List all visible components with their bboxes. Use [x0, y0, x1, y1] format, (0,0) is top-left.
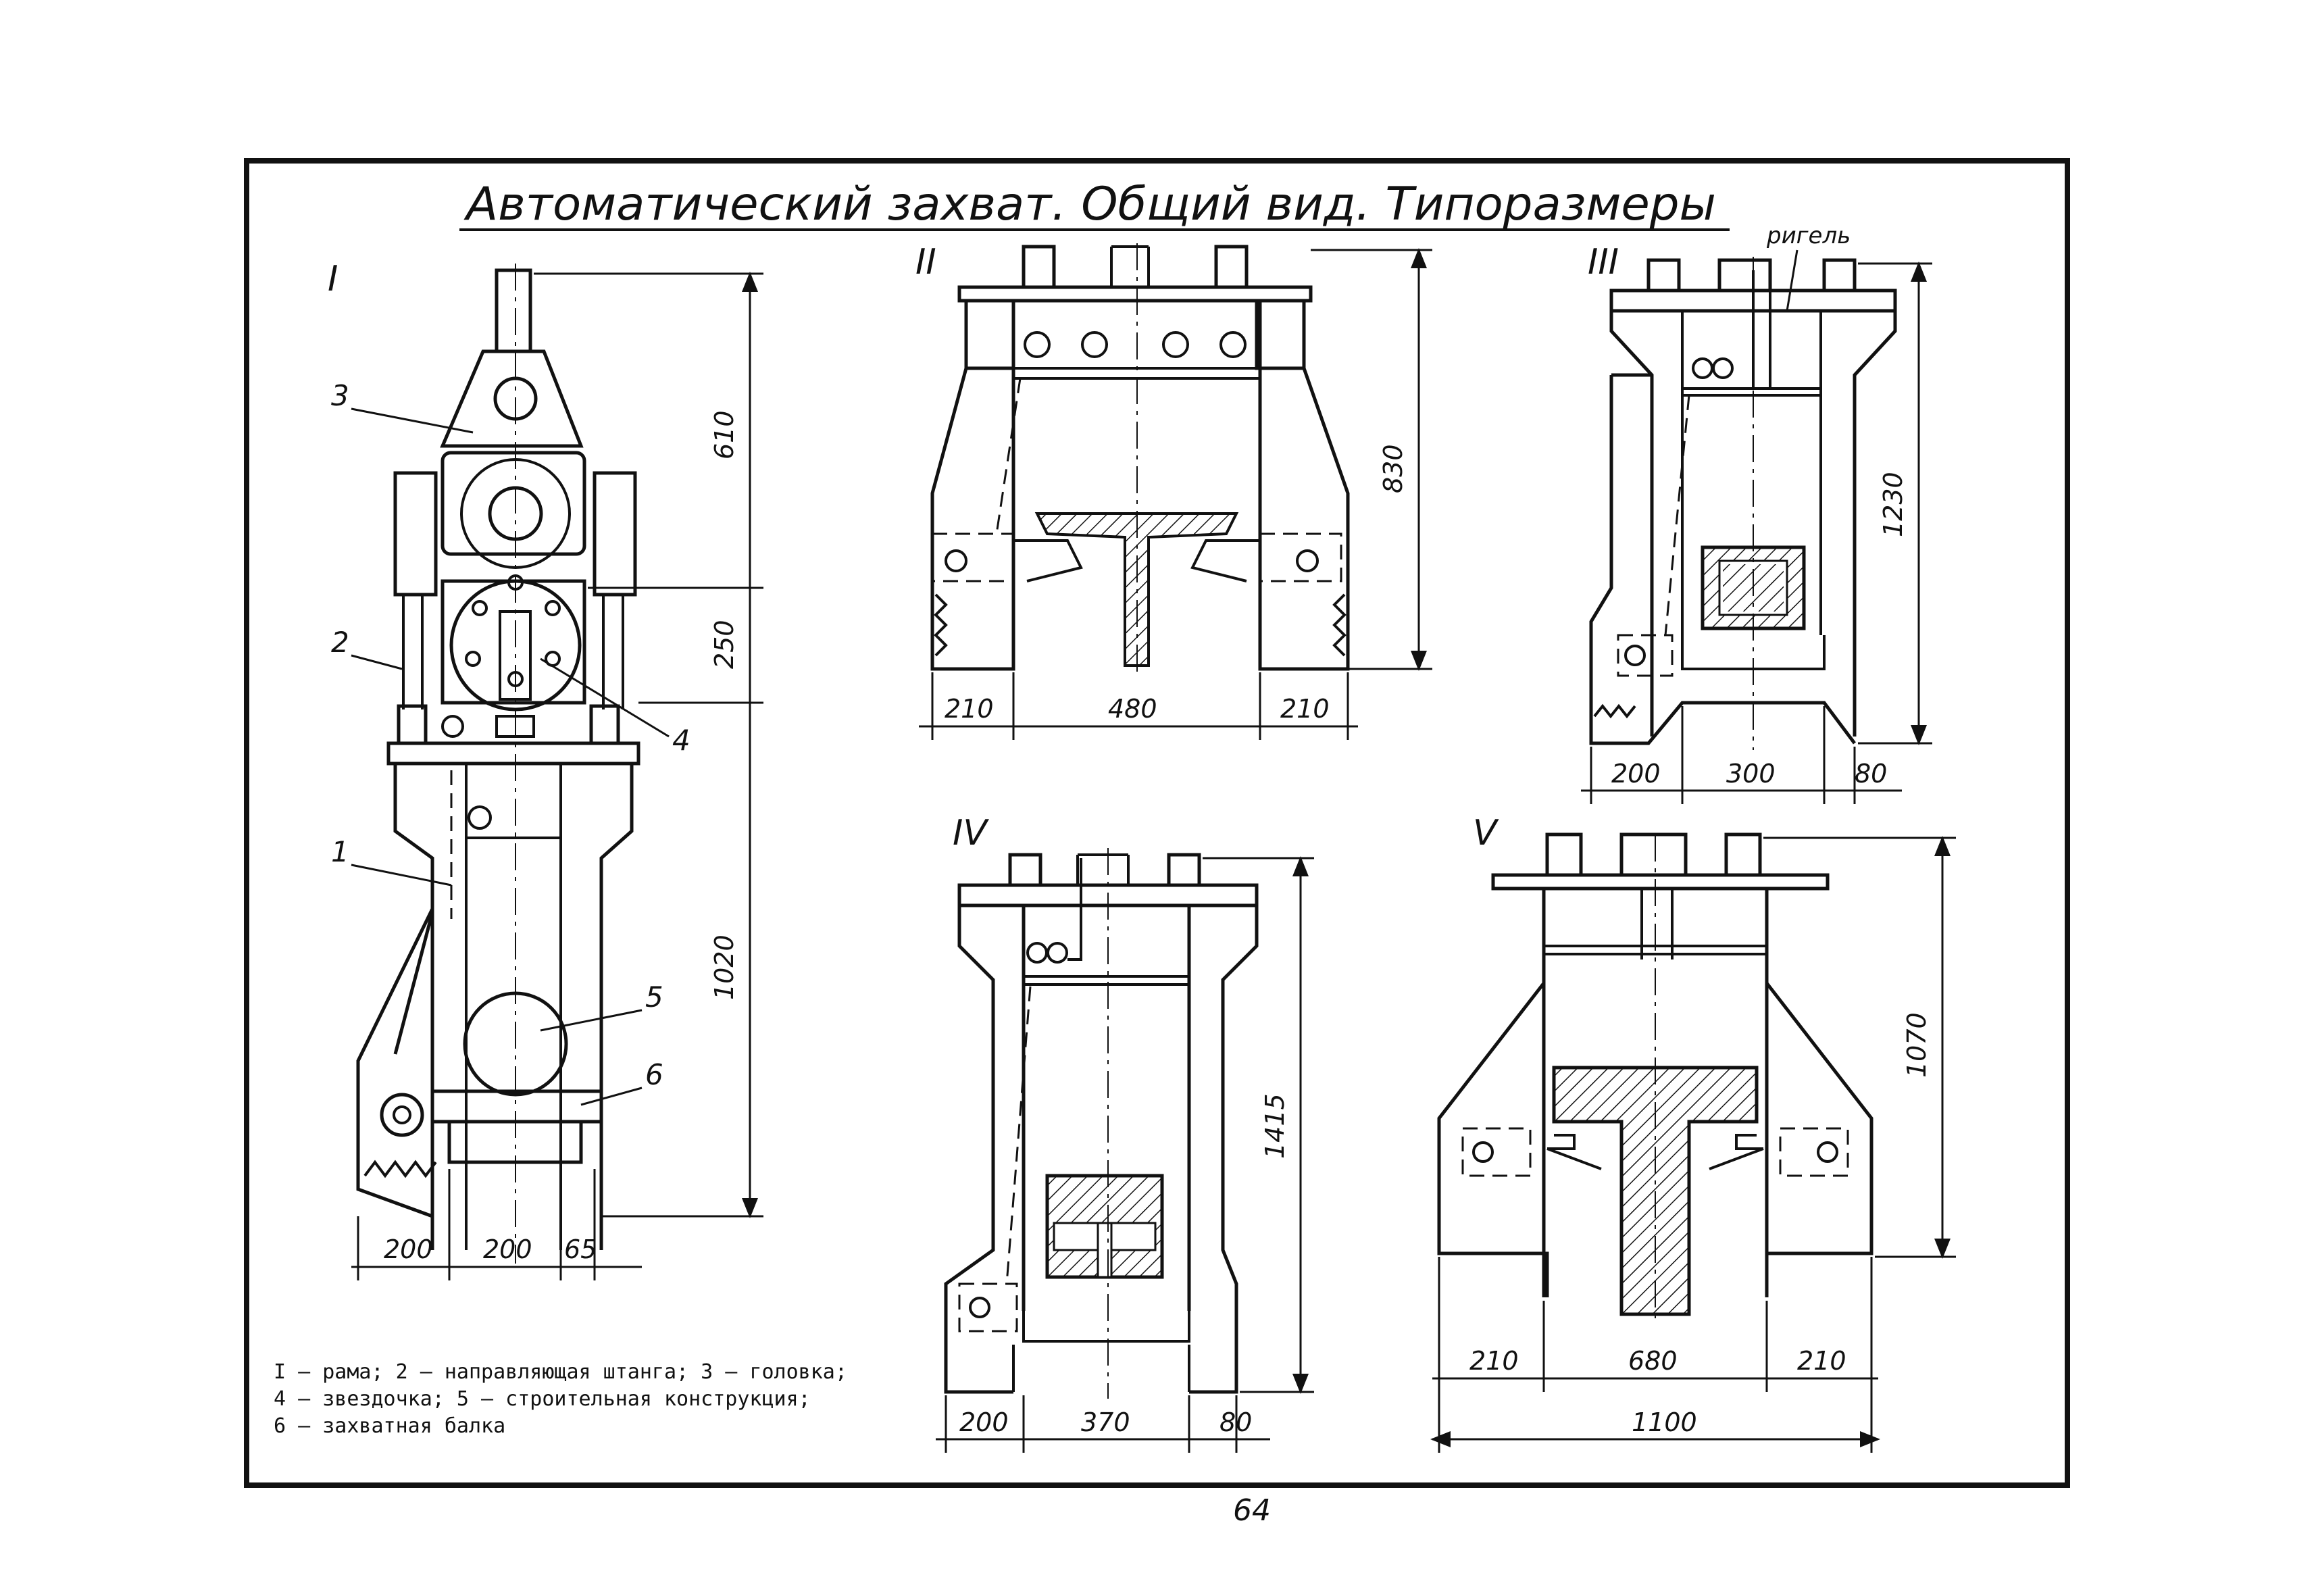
- callout-rigel: ригель: [1766, 222, 1851, 249]
- v3-dim-80: 80: [1855, 759, 1887, 789]
- part-label-3: 3: [331, 379, 349, 412]
- v1-dim-1020: 1020: [709, 934, 739, 1000]
- sheet-frame: [244, 158, 2070, 1488]
- part-label-6: 6: [645, 1058, 663, 1091]
- view-1: I: [328, 259, 763, 1280]
- view-3: III ригель 1230: [1581, 222, 1932, 804]
- drawing-title: Автоматический захват. Общий вид. Типора…: [463, 178, 1716, 231]
- v5-dim-210a: 210: [1469, 1346, 1519, 1376]
- v4-dim-200: 200: [959, 1407, 1009, 1437]
- part-label-1: 1: [331, 835, 349, 868]
- v4-dim-1415: 1415: [1260, 1093, 1290, 1159]
- part-label-4: 4: [672, 724, 690, 757]
- v2-dim-830: 830: [1378, 444, 1408, 493]
- v1-dim-65: 65: [564, 1235, 597, 1264]
- legend-line-3: 6 – захватная балка: [274, 1414, 505, 1438]
- v1-dim-200b: 200: [483, 1235, 532, 1264]
- part-label-5: 5: [645, 980, 663, 1014]
- v2-dim-210a: 210: [945, 694, 994, 724]
- view-5-label: V: [1473, 813, 1499, 853]
- v5-dim-1070: 1070: [1902, 1012, 1932, 1078]
- view-2-label: II: [915, 242, 936, 282]
- view-2: II 830: [915, 242, 1432, 740]
- legend: I – рама; 2 – направляющая штанга; 3 – г…: [274, 1360, 847, 1438]
- v2-dim-480: 480: [1108, 694, 1157, 724]
- page-number: 64: [1233, 1493, 1271, 1528]
- v1-dim-250: 250: [709, 620, 739, 669]
- v3-dim-1230: 1230: [1878, 472, 1908, 537]
- v4-dim-370: 370: [1081, 1407, 1130, 1437]
- legend-line-1: I – рама; 2 – направляющая штанга; 3 – г…: [274, 1360, 847, 1384]
- v3-dim-300: 300: [1726, 759, 1776, 789]
- v4-dim-80: 80: [1219, 1407, 1252, 1437]
- v5-dim-1100: 1100: [1632, 1407, 1697, 1437]
- legend-line-2: 4 – звездочка; 5 – строительная конструк…: [274, 1387, 811, 1411]
- v3-dim-200: 200: [1611, 759, 1661, 789]
- v1-dim-200a: 200: [384, 1235, 433, 1264]
- view-4-label: IV: [953, 813, 989, 853]
- v2-dim-210b: 210: [1280, 694, 1330, 724]
- view-5: V 1070 210 680 210 1: [1430, 813, 1956, 1453]
- v5-dim-210b: 210: [1797, 1346, 1846, 1376]
- view-4: IV 1415 200 370 80: [936, 813, 1314, 1453]
- part-label-2: 2: [331, 626, 349, 659]
- v5-dim-680: 680: [1628, 1346, 1678, 1376]
- view-3-label: III: [1588, 242, 1619, 282]
- view-1-label: I: [328, 259, 338, 299]
- v1-dim-610: 610: [709, 410, 739, 459]
